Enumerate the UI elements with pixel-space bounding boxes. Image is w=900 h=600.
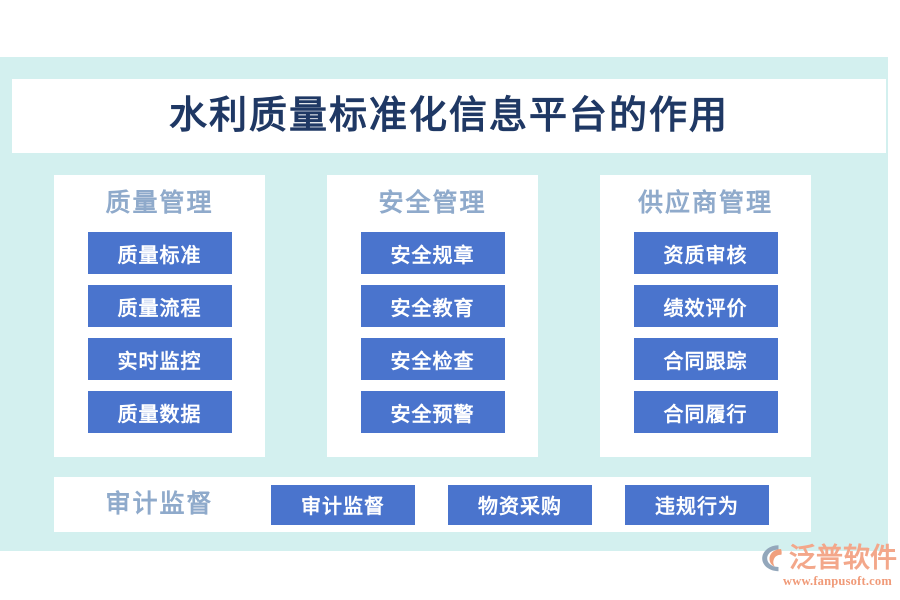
category-card-safety: 安全管理 安全规章 安全教育 安全检查 安全预警: [327, 175, 538, 457]
audit-row-card: 审计监督 审计监督 物资采购 违规行为: [54, 477, 811, 532]
brand-name: 泛普软件: [789, 542, 897, 573]
category-heading-safety: 安全管理: [378, 190, 487, 217]
category-item-button[interactable]: 合同跟踪: [633, 338, 778, 380]
category-item-button[interactable]: 合同履行: [633, 391, 778, 433]
brand-watermark: 泛普软件 www.fanpusoft.com: [757, 543, 897, 593]
category-heading-supplier: 供应商管理: [637, 190, 773, 217]
category-items-supplier: 资质审核 绩效评价 合同跟踪 合同履行: [600, 232, 811, 433]
category-card-supplier: 供应商管理 资质审核 绩效评价 合同跟踪 合同履行: [600, 175, 811, 457]
category-item-button[interactable]: 质量标准: [87, 232, 232, 274]
category-card-quality: 质量管理 质量标准 质量流程 实时监控 质量数据: [54, 175, 265, 457]
category-columns: 质量管理 质量标准 质量流程 实时监控 质量数据 安全管理 安全规章 安全教育 …: [54, 175, 811, 457]
category-item-button[interactable]: 实时监控: [87, 338, 232, 380]
audit-item-button[interactable]: 违规行为: [625, 484, 769, 525]
audit-item-button[interactable]: 物资采购: [448, 484, 592, 525]
category-items-safety: 安全规章 安全教育 安全检查 安全预警: [327, 232, 538, 433]
audit-item-button[interactable]: 审计监督: [271, 484, 415, 525]
category-item-button[interactable]: 安全预警: [360, 391, 505, 433]
audit-row-items: 审计监督 物资采购 违规行为: [271, 484, 769, 525]
category-item-button[interactable]: 安全教育: [360, 285, 505, 327]
category-item-button[interactable]: 资质审核: [633, 232, 778, 274]
audit-row-heading: 审计监督: [105, 491, 214, 518]
category-item-button[interactable]: 安全规章: [360, 232, 505, 274]
category-item-button[interactable]: 质量流程: [87, 285, 232, 327]
brand-row: 泛普软件: [757, 543, 897, 573]
category-heading-quality: 质量管理: [105, 190, 214, 217]
category-item-button[interactable]: 质量数据: [87, 391, 232, 433]
category-item-button[interactable]: 绩效评价: [633, 285, 778, 327]
category-item-button[interactable]: 安全检查: [360, 338, 505, 380]
title-banner: 水利质量标准化信息平台的作用: [12, 79, 886, 153]
page-title: 水利质量标准化信息平台的作用: [168, 95, 729, 137]
brand-url: www.fanpusoft.com: [783, 574, 892, 588]
category-items-quality: 质量标准 质量流程 实时监控 质量数据: [54, 232, 265, 433]
fanpu-swoosh-logo-icon: [757, 543, 787, 573]
